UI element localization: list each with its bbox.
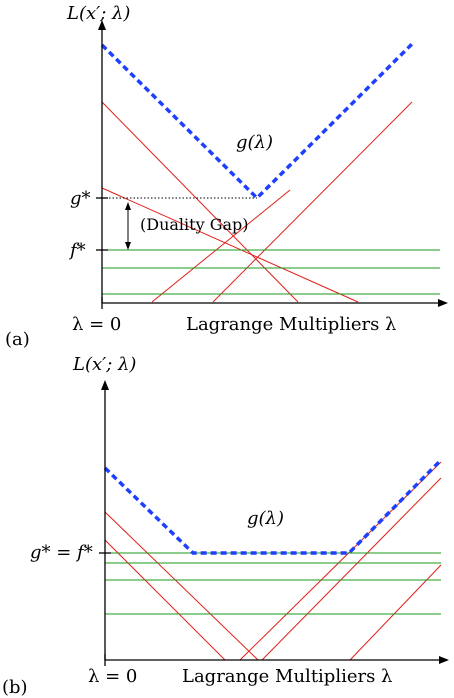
panel-b-red-line xyxy=(104,511,259,661)
panel-b-g-star-f-star-label: g* = f* xyxy=(30,542,93,563)
panel-b-x-axis-arrowhead xyxy=(439,656,449,664)
panel-a-axes xyxy=(96,26,442,309)
panel-a-dual-function-curve xyxy=(100,42,414,201)
panel-b-y-axis-arrowhead xyxy=(101,380,109,390)
panel-a-f-star-label: f* xyxy=(68,240,86,261)
panel-a-g-star-label: g* xyxy=(70,188,91,209)
panel-b-red-line xyxy=(104,539,226,661)
panel-b-curve-label: g(λ) xyxy=(247,508,284,529)
panel-a-x-axis-arrowhead xyxy=(438,299,448,307)
panel-a-curve-label: g(λ) xyxy=(236,132,273,153)
panel-b-origin-label: λ = 0 xyxy=(88,666,137,687)
panel-a-panel-label: (a) xyxy=(5,329,30,350)
panel-b-panel-label: (b) xyxy=(2,677,28,698)
panel-b-axes xyxy=(99,386,443,666)
panel-b: L(x′; λ) g(λ) g* = f* λ = 0 Lagrange Mul… xyxy=(2,354,449,698)
panel-a-green-lines xyxy=(102,249,440,295)
panel-a-red-line xyxy=(101,101,299,303)
panel-b-y-axis-label: L(x′; λ) xyxy=(72,354,136,375)
panel-a-red-lines xyxy=(101,101,413,303)
panel-b-red-line xyxy=(349,564,442,661)
panel-a-y-axis-label: L(x′; λ) xyxy=(66,3,130,24)
panel-a-duality-gap-arrow xyxy=(125,202,131,250)
panel-b-green-lines xyxy=(105,552,441,615)
panel-a-duality-gap-label: (Duality Gap) xyxy=(140,215,249,234)
panel-a-red-line xyxy=(212,101,413,303)
panel-a-red-line xyxy=(101,187,359,303)
panel-b-red-line xyxy=(261,477,442,661)
panel-b-red-lines xyxy=(104,461,442,661)
panel-a-origin-label: λ = 0 xyxy=(72,314,121,335)
panel-b-dual-function-curve xyxy=(103,458,443,555)
panel-a-x-axis-label: Lagrange Multipliers λ xyxy=(186,314,396,335)
panel-a-y-axis-arrowhead xyxy=(98,20,106,30)
panel-b-x-axis-label: Lagrange Multipliers λ xyxy=(182,666,392,687)
panel-a: L(x′; λ) g(λ) g* f* (Duality Gap) λ = 0 … xyxy=(5,3,448,350)
panel-a-red-line xyxy=(151,189,291,303)
